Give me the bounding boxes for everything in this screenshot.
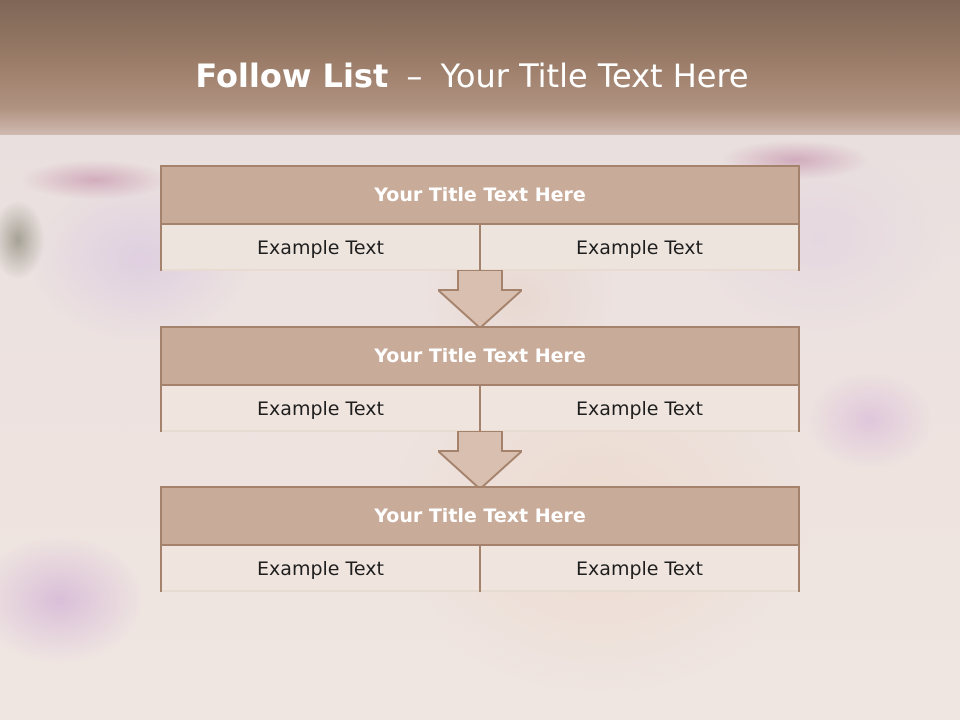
- block-title: Your Title Text Here: [162, 488, 798, 546]
- leaf-decoration: [0, 200, 45, 280]
- block-cell-left: Example Text: [162, 546, 479, 592]
- block-row: Example Text Example Text: [162, 225, 798, 271]
- list-block-3: Your Title Text Here Example Text Exampl…: [160, 486, 800, 592]
- slide-title: Follow List – Your Title Text Here: [0, 56, 944, 96]
- block-title: Your Title Text Here: [162, 328, 798, 386]
- down-arrow-1: [438, 270, 522, 328]
- title-rest: Your Title Text Here: [440, 57, 749, 95]
- down-arrow-2: [438, 431, 522, 489]
- list-block-2: Your Title Text Here Example Text Exampl…: [160, 326, 800, 432]
- title-banner: [0, 0, 960, 135]
- block-cell-left: Example Text: [162, 386, 479, 432]
- block-cell-right: Example Text: [479, 546, 798, 592]
- list-block-1: Your Title Text Here Example Text Exampl…: [160, 165, 800, 271]
- block-row: Example Text Example Text: [162, 386, 798, 432]
- block-cell-right: Example Text: [479, 386, 798, 432]
- lilac-flowers-left: [20, 160, 170, 200]
- block-cell-left: Example Text: [162, 225, 479, 271]
- title-strong: Follow List: [195, 57, 389, 95]
- block-title: Your Title Text Here: [162, 167, 798, 225]
- block-row: Example Text Example Text: [162, 546, 798, 592]
- block-cell-right: Example Text: [479, 225, 798, 271]
- title-separator: –: [406, 57, 423, 95]
